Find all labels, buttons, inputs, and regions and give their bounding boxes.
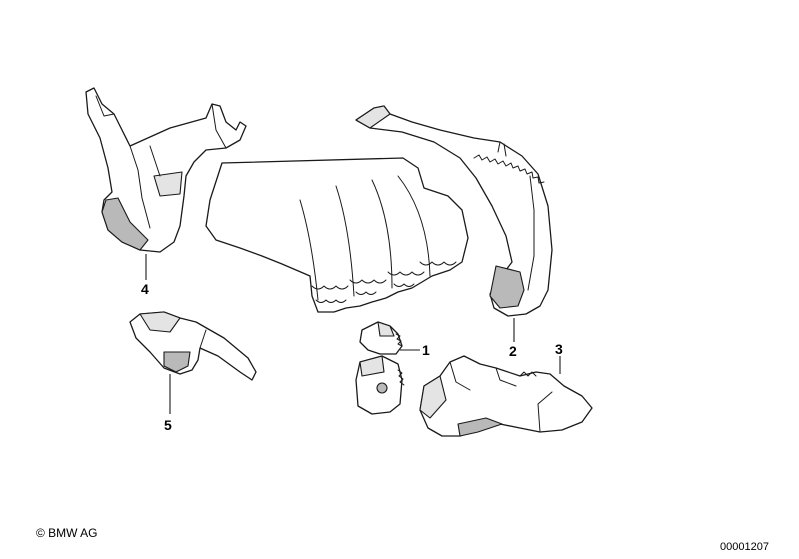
copyright-notice: © BMW AG: [36, 526, 98, 540]
part-1-grommet: [355, 321, 405, 415]
part-3-housing: [419, 355, 593, 437]
part-2-ribbed-cover: [355, 105, 553, 317]
callout-1: 1: [422, 342, 430, 358]
callout-2: 2: [509, 343, 517, 359]
callout-3: 3: [555, 341, 563, 357]
part-5-clip: [129, 311, 257, 381]
intake-manifold: [205, 157, 469, 313]
document-number: 00001207: [720, 541, 769, 553]
callout-4: 4: [141, 281, 149, 297]
part-4-bracket-cover: [85, 87, 247, 253]
callout-5: 5: [164, 417, 172, 433]
